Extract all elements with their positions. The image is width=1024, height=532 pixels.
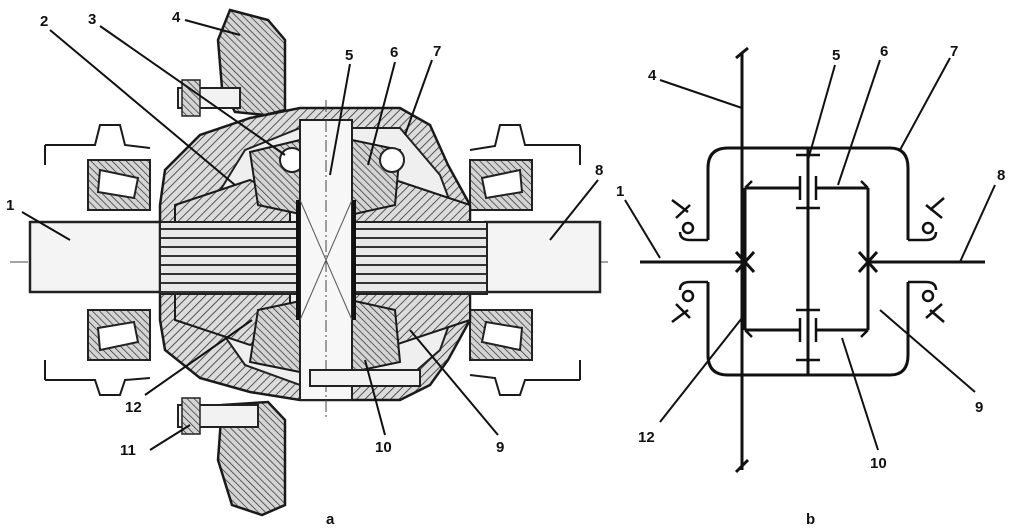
label-a-10: 10 bbox=[375, 439, 392, 456]
label-a-8: 8 bbox=[595, 162, 603, 179]
right-housing-outline bbox=[469, 124, 581, 396]
label-a-3: 3 bbox=[88, 11, 96, 28]
label-b-4: 4 bbox=[648, 67, 657, 84]
label-a-2: 2 bbox=[40, 13, 48, 30]
label-b-9: 9 bbox=[975, 399, 983, 416]
label-a-12: 12 bbox=[125, 399, 142, 416]
label-a-9: 9 bbox=[496, 439, 504, 456]
schematic-bearings bbox=[671, 197, 945, 323]
label-b-10: 10 bbox=[870, 455, 887, 472]
pinion-ball-right bbox=[379, 147, 405, 173]
label-b-5: 5 bbox=[832, 47, 840, 64]
right-roller-lower bbox=[480, 320, 524, 352]
case-bolt-lower bbox=[309, 369, 421, 387]
label-b-1: 1 bbox=[616, 183, 624, 200]
right-roller-upper bbox=[480, 168, 524, 200]
schematic-view: 1 4 5 6 7 8 9 10 12 b bbox=[616, 43, 1005, 528]
lower-pinion-right bbox=[348, 298, 402, 374]
left-housing-outline bbox=[44, 124, 151, 396]
caption-b: b bbox=[806, 511, 815, 528]
sectional-view: 1 2 3 4 5 6 7 8 9 10 11 12 a bbox=[6, 8, 610, 528]
leader-lines-b bbox=[624, 57, 996, 451]
left-roller-lower bbox=[96, 320, 140, 352]
label-a-7: 7 bbox=[433, 43, 441, 60]
label-b-12: 12 bbox=[638, 429, 655, 446]
left-splined-hub bbox=[159, 221, 299, 295]
label-a-6: 6 bbox=[390, 44, 398, 61]
left-roller-upper bbox=[96, 168, 140, 200]
ring-gear-lower bbox=[216, 400, 287, 517]
caption-a: a bbox=[326, 511, 335, 528]
left-axle-shaft bbox=[28, 220, 182, 294]
label-b-6: 6 bbox=[880, 43, 888, 60]
label-b-8: 8 bbox=[997, 167, 1005, 184]
leader-lines-a bbox=[21, 19, 599, 451]
right-splined-hub bbox=[354, 221, 488, 295]
label-a-1: 1 bbox=[6, 197, 14, 214]
right-axle-shaft bbox=[483, 220, 602, 294]
schematic-pinions bbox=[744, 153, 869, 362]
label-a-4: 4 bbox=[172, 9, 181, 26]
label-a-11: 11 bbox=[120, 442, 136, 459]
bolt-nut-upper bbox=[181, 79, 201, 117]
label-b-7: 7 bbox=[950, 43, 958, 60]
bolt-nut-lower bbox=[181, 397, 201, 435]
label-a-5: 5 bbox=[345, 47, 353, 64]
